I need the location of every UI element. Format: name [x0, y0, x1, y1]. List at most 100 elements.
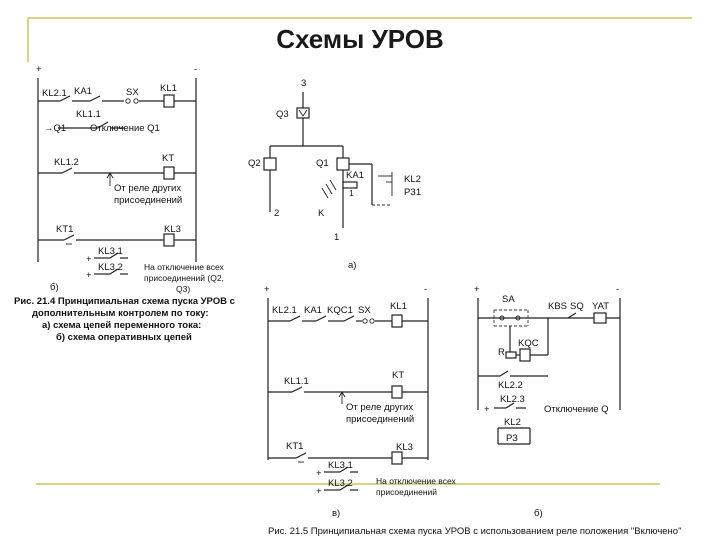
figA-n2: 2: [274, 208, 279, 219]
schematic-stroke: [505, 351, 517, 359]
fig214-plus-2: +: [86, 270, 92, 281]
fig215b-sub-b: б): [534, 508, 543, 519]
schematic-stroke: [63, 234, 75, 241]
slide-frame: [27, 17, 692, 485]
schematic-stroke: [315, 315, 327, 322]
schematic-stroke: [391, 314, 403, 328]
schematic-stroke: [339, 466, 349, 473]
fig215b-rz: РЗ: [506, 433, 518, 444]
fig215b-r: R: [498, 347, 505, 358]
schematic-stroke: [567, 312, 577, 319]
fig215v-sx: SX: [358, 305, 371, 316]
schematic-stroke: [163, 94, 175, 108]
schematic-stroke: [325, 183, 333, 195]
schematic-stroke: [339, 484, 349, 491]
schematic-stroke: [109, 268, 119, 275]
fig215v-kl31: KL3.1: [328, 460, 353, 471]
schematic-stroke: [291, 386, 303, 393]
figA-n1b: 1: [334, 232, 339, 243]
fig215v-na-otkl-2: присоединений: [376, 487, 437, 497]
schematic-stroke: [289, 315, 301, 322]
fig215b-otkl-q: Отключение Q: [544, 404, 609, 415]
fig215v-kl1: KL1: [390, 301, 407, 312]
fig215v-minus: -: [424, 284, 427, 295]
fig214-caption-1: Рис. 21.4 Принципиальная схема пуска УРО…: [14, 296, 235, 307]
schematic-stroke: [263, 157, 277, 171]
schematic-stroke: [329, 179, 337, 191]
fig214-kl11: KL1.1: [76, 109, 101, 120]
schematic-stroke: [519, 348, 531, 362]
schematic-stroke: [163, 233, 175, 247]
fig214-caption-3: а) схема цепей переменного тока:: [42, 320, 201, 331]
fig215-control-circuit: + - SA KBS SQ YAT R KQC: [474, 284, 621, 519]
fig215v-kl11: KL1.1: [284, 376, 309, 387]
fig214-ac-circuit: 3 Q3 Q2 2 Q1 KA1 1: [248, 78, 421, 271]
fig215v-kl21: KL2.1: [272, 305, 297, 316]
fig215b-kbs: KBS: [548, 301, 567, 312]
fig215-operating-circuit: + - KL2.1 KA1 KQC1 SX KL1: [264, 284, 457, 519]
schematic-stroke: [515, 315, 521, 321]
schematic-stroke: [97, 121, 109, 129]
fig215b-yat: YAT: [592, 301, 609, 312]
figA-k: K: [318, 208, 325, 219]
fig215b-plus: +: [474, 284, 480, 295]
schematic-stroke: [133, 98, 139, 104]
fig214-kl12: KL1.2: [54, 157, 79, 168]
schematic-stroke: [61, 167, 73, 174]
fig214-na-otkl-1: На отключение всех: [144, 262, 225, 272]
fig215b-minus: -: [616, 284, 619, 295]
fig215v-sub-v: в): [332, 508, 340, 519]
schematic-stroke: [338, 391, 346, 398]
schematic-stroke: [343, 315, 355, 322]
figA-n3: 3: [301, 78, 306, 89]
fig214-operating-circuit: + - KL2.1 KA1 SX KL1 KL1.1 →Q1: [14, 64, 235, 343]
fig214-plus-1: +: [86, 254, 92, 265]
figA-q1: Q1: [316, 158, 329, 169]
schematic-stroke: [499, 315, 505, 321]
fig215-caption: Рис. 21.5 Принципиальная схема пуска УРО…: [268, 526, 681, 537]
schematic-stroke: [369, 318, 375, 324]
fig215b-kl2: KL2: [504, 417, 521, 428]
fig214-kt1: KT1: [56, 224, 73, 235]
fig214-caption-4: б) схема оперативных цепей: [56, 332, 192, 343]
fig214-kl3: KL3: [164, 224, 181, 235]
schematic-stroke: [505, 402, 515, 409]
fig215b-sa: SA: [502, 294, 515, 305]
figA-ka1: KA1: [346, 170, 364, 181]
figA-q3: Q3: [276, 109, 289, 120]
fig215b-kl23: KL2.3: [500, 394, 525, 405]
fig215b-sq: SQ: [570, 301, 584, 312]
fig214-kl31: KL3.1: [98, 246, 123, 257]
figA-pz1: РЗ1: [404, 187, 421, 198]
fig214-ot-rele-2: присоединений: [114, 195, 182, 206]
fig214-kl1: KL1: [160, 83, 177, 94]
figA-sub-a: а): [348, 260, 356, 271]
fig215v-plus: +: [264, 284, 270, 295]
fig214-na-otkl-2: присоединений (Q2,: [144, 273, 224, 283]
fig214-caption-2: дополнительным контролем по току:: [32, 308, 209, 319]
fig214-minus: -: [194, 64, 197, 75]
fig214-na-otkl-3: Q3): [176, 284, 190, 294]
schematic-stroke: [59, 95, 71, 102]
fig215b-kl22: KL2.2: [498, 380, 523, 391]
fig214-kl21: KL2.1: [42, 88, 67, 99]
fig215b-plus-2: +: [484, 404, 490, 415]
schematic-stroke: [89, 95, 101, 102]
schematic-stroke: [321, 187, 329, 199]
figA-kl2: KL2: [404, 174, 421, 185]
fig214-q1-tap: →Q1: [44, 123, 66, 134]
slide-title: Схемы УРОВ: [276, 24, 444, 54]
fig214-kt: KT: [162, 153, 174, 164]
figA-n1a: 1: [349, 188, 354, 198]
schematic-stroke: [391, 385, 403, 399]
fig214-ka1: KA1: [74, 86, 92, 97]
schematic-stroke: [109, 252, 119, 259]
fig214-plus: +: [36, 64, 42, 75]
figA-q2: Q2: [248, 158, 261, 169]
schematic-stroke: [362, 318, 368, 324]
fig215b-kqc: KQC: [518, 338, 539, 349]
fig215v-kqc1: KQC1: [327, 305, 353, 316]
fig215v-kt: KT: [392, 370, 404, 381]
